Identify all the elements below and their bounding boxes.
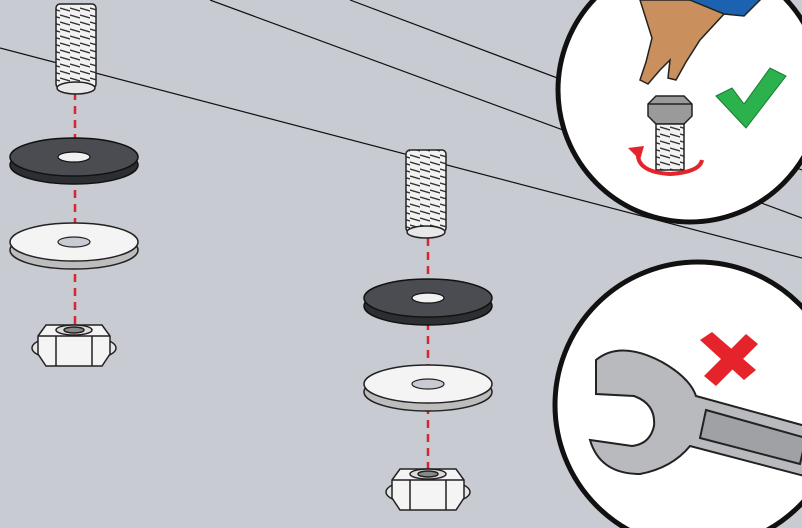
center-black-washer xyxy=(364,279,492,325)
center-white-washer xyxy=(364,365,492,411)
left-black-washer xyxy=(10,138,138,184)
left-flange-nut xyxy=(32,325,116,366)
left-threaded-stud xyxy=(56,4,96,94)
left-white-washer xyxy=(10,223,138,269)
center-flange-nut xyxy=(386,469,470,510)
center-threaded-stud xyxy=(406,150,446,238)
